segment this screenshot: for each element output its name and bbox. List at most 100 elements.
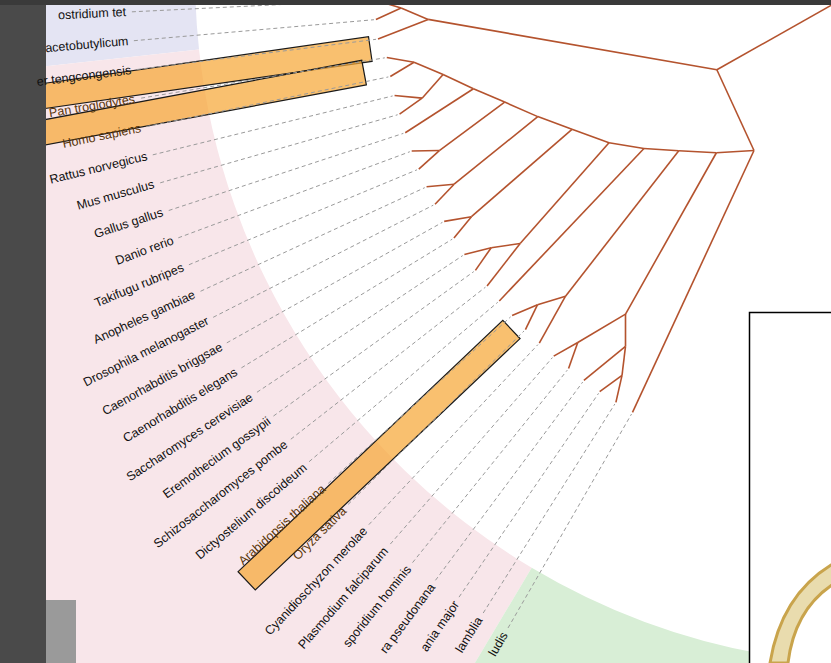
species-label: Drosophila melanogaster <box>81 314 211 390</box>
branch <box>427 184 455 187</box>
species-label: er tengcongensis <box>36 63 132 89</box>
branch <box>454 217 471 238</box>
species-label: Danio rerio <box>113 233 175 267</box>
branch <box>499 149 644 301</box>
leader-line <box>257 256 463 393</box>
leader-line <box>291 287 486 439</box>
species-label: ludis <box>486 630 511 659</box>
highlight-box <box>8 60 366 151</box>
branch <box>569 342 578 368</box>
branch <box>622 346 625 375</box>
branch <box>471 129 572 216</box>
leader-line <box>435 382 582 580</box>
leader-line <box>227 222 443 343</box>
branch <box>435 184 454 204</box>
branch <box>538 117 572 130</box>
branch <box>412 150 440 152</box>
branch <box>584 346 626 380</box>
branch <box>616 375 622 402</box>
branch <box>401 8 428 19</box>
species-label: sporidium hominis <box>340 563 414 650</box>
branch <box>525 305 537 330</box>
branch <box>405 89 473 133</box>
leader-line <box>141 58 385 98</box>
leader-line <box>348 331 524 504</box>
branch <box>644 149 679 151</box>
leader-line <box>213 205 433 317</box>
species-label: Arabidopsis thaliana <box>235 482 328 568</box>
leader-line <box>328 317 510 484</box>
branch <box>428 19 717 69</box>
leader-line <box>241 239 452 368</box>
branch <box>679 151 717 153</box>
corner-patch <box>46 600 76 663</box>
leader-line <box>309 302 498 461</box>
leader-line <box>508 414 632 628</box>
leader-line <box>160 115 397 183</box>
leader-line <box>146 77 388 127</box>
species-label: Gallus gallus <box>92 206 164 242</box>
leader-line <box>483 404 615 613</box>
leader-line <box>273 272 473 416</box>
species-label: lamblia <box>453 614 486 655</box>
leader-line <box>201 188 425 292</box>
leader-line <box>169 133 404 210</box>
highlight-boxes <box>0 37 520 590</box>
clade-band <box>219 568 765 663</box>
branch <box>422 75 443 99</box>
top-strip <box>0 0 831 5</box>
leader-line <box>137 39 376 69</box>
branch <box>572 129 609 142</box>
branch <box>419 151 440 170</box>
branch <box>609 143 644 149</box>
branch <box>387 57 414 62</box>
branch <box>475 248 491 271</box>
leader-line <box>153 96 393 155</box>
branch <box>539 296 565 343</box>
branch <box>376 8 401 20</box>
species-label: Pan troglodytes <box>48 92 136 120</box>
clade-band <box>0 50 532 663</box>
inset-figure <box>770 560 831 663</box>
branch <box>717 4 831 69</box>
leader-line <box>413 370 568 562</box>
species-label: ostridium tet <box>58 5 127 22</box>
branch <box>378 19 428 39</box>
branch <box>390 62 414 76</box>
branch <box>633 150 754 412</box>
inset-panel <box>750 313 831 663</box>
branch <box>566 151 679 296</box>
branch <box>443 75 473 89</box>
leader-line <box>369 345 538 525</box>
species-label: Homo sapiens <box>61 121 142 151</box>
branch <box>716 150 754 152</box>
leader-line <box>189 170 417 265</box>
branch <box>491 244 520 248</box>
branch <box>578 314 626 342</box>
branch <box>414 62 443 74</box>
branch <box>395 95 423 98</box>
leader-line <box>459 393 599 597</box>
branch <box>439 102 504 150</box>
branch <box>625 314 627 346</box>
branch <box>400 98 423 114</box>
branch <box>487 244 520 286</box>
leader-lines <box>132 0 632 628</box>
branch <box>454 117 538 185</box>
leader-line <box>134 20 374 41</box>
side-strip <box>0 0 46 663</box>
branch <box>717 70 754 151</box>
species-label: Caenorhabditis briggsae <box>99 340 224 418</box>
leader-line <box>390 358 552 544</box>
branch <box>505 102 538 117</box>
species-label: acetobutylicum <box>45 34 129 55</box>
branch <box>473 89 504 102</box>
leader-line <box>178 152 410 238</box>
branch <box>520 143 609 244</box>
branch <box>626 153 717 314</box>
clade-bands <box>0 0 765 663</box>
species-label: Mus musculus <box>76 178 157 213</box>
